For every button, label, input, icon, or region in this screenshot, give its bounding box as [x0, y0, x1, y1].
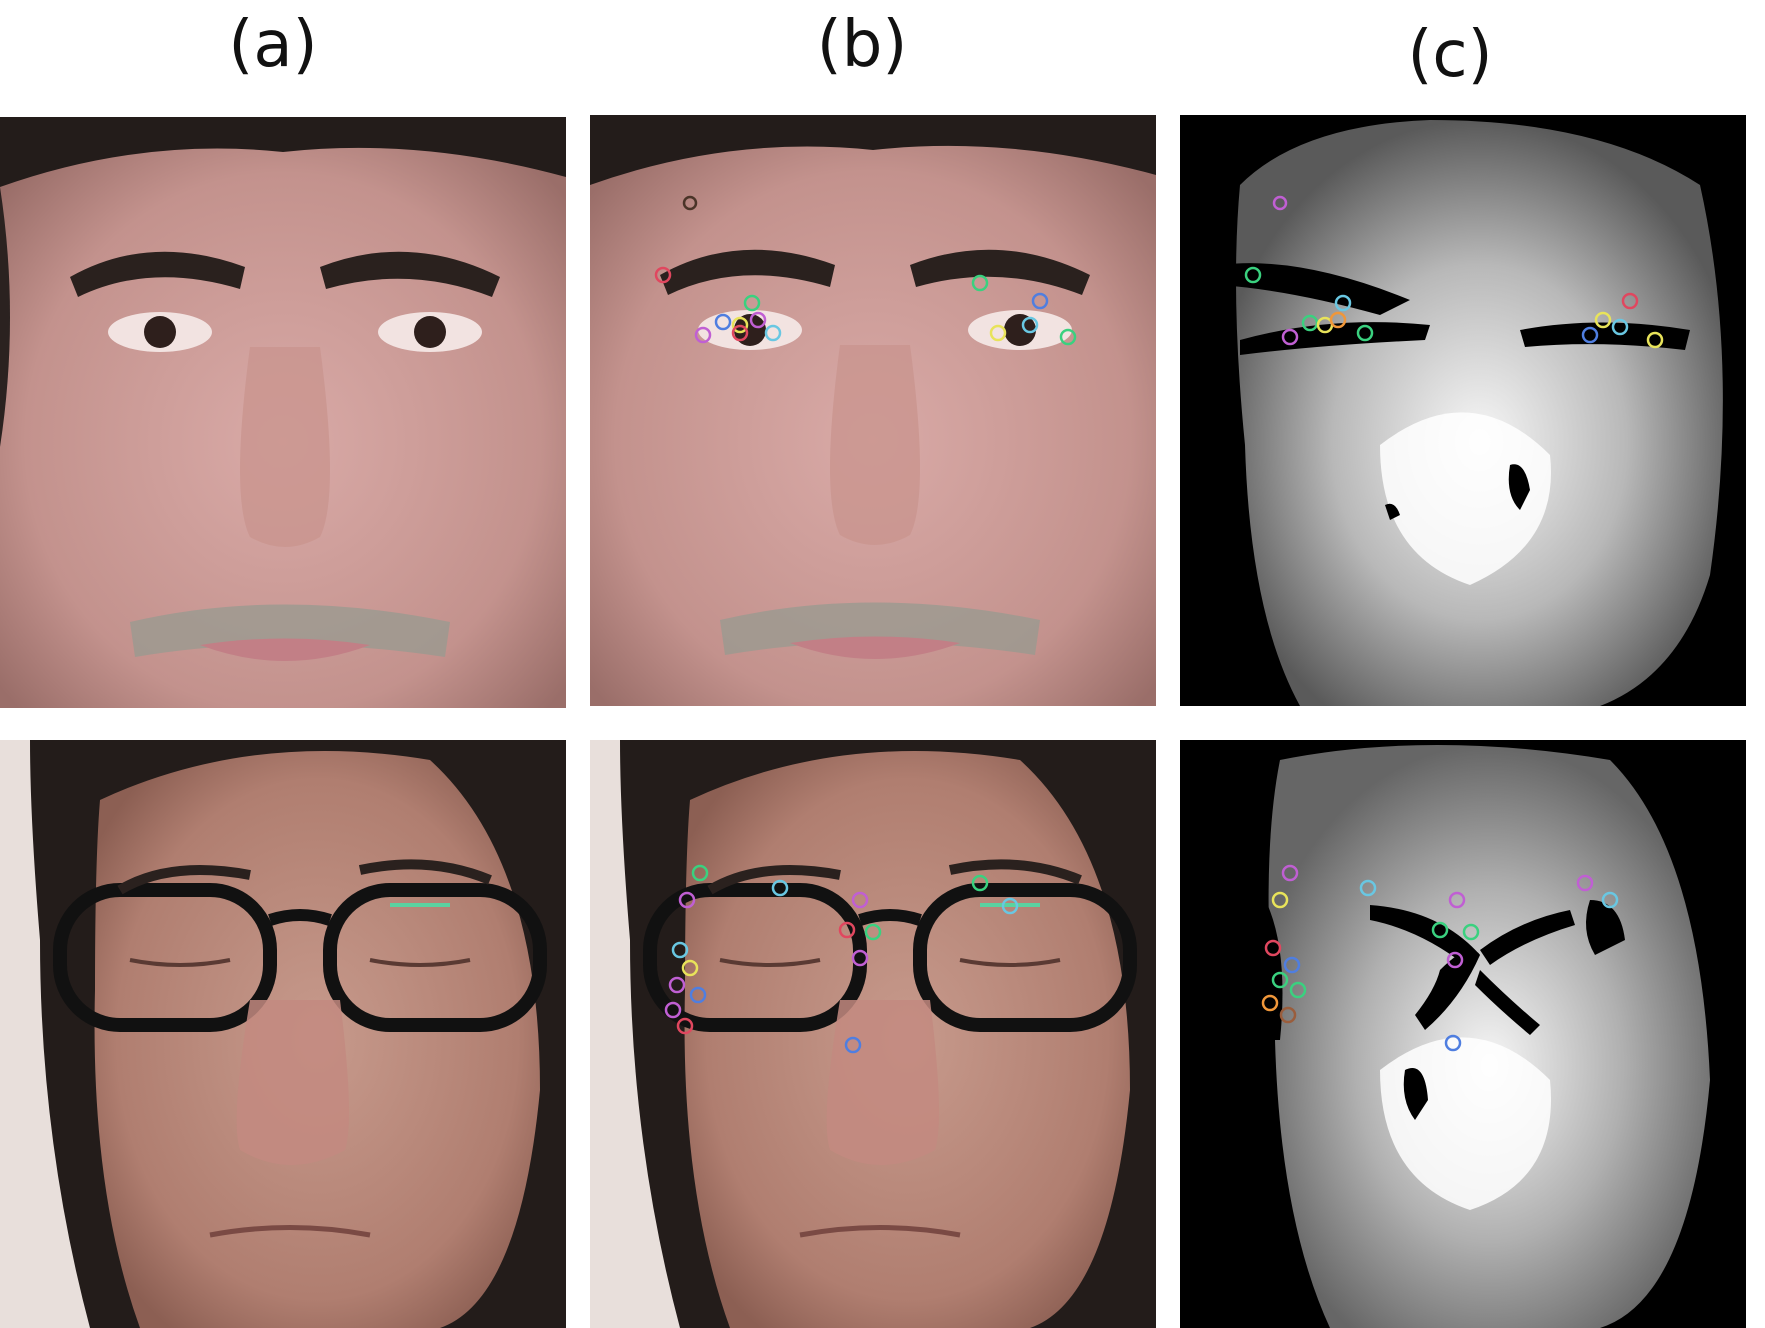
keypoint-marker: [694, 326, 712, 344]
keypoint-marker: [1646, 331, 1664, 349]
face-1-depth-map: [1180, 115, 1746, 706]
keypoint-marker: [1289, 981, 1307, 999]
keypoint-marker: [731, 324, 749, 342]
keypoint-marker: [1601, 891, 1619, 909]
keypoint-marker: [1359, 879, 1377, 897]
keypoint-marker: [971, 274, 989, 292]
keypoint-marker: [864, 923, 882, 941]
keypoint-marker: [1244, 266, 1262, 284]
keypoint-marker: [1279, 1006, 1297, 1024]
keypoint-marker: [989, 324, 1007, 342]
keypoint-marker: [1462, 923, 1480, 941]
keypoint-marker: [749, 311, 767, 329]
keypoint-marker: [1446, 951, 1464, 969]
keypoint-marker: [1271, 891, 1289, 909]
keypoint-marker: [1261, 994, 1279, 1012]
keypoint-marker: [1576, 874, 1594, 892]
keypoint-marker: [1059, 328, 1077, 346]
keypoint-marker: [1264, 939, 1282, 957]
face-1-rgb-photo: [0, 117, 566, 708]
keypoint-marker: [838, 921, 856, 939]
keypoint-marker: [1594, 311, 1612, 329]
keypoint-marker: [1001, 897, 1019, 915]
keypoint-marker: [664, 1001, 682, 1019]
keypoint-marker: [743, 294, 761, 312]
keypoint-marker: [1431, 921, 1449, 939]
keypoint-marker: [1334, 294, 1352, 312]
keypoint-marker: [771, 879, 789, 897]
keypoint-marker: [851, 891, 869, 909]
keypoint-marker: [691, 864, 709, 882]
keypoint-marker: [671, 941, 689, 959]
keypoint-marker: [1444, 1034, 1462, 1052]
keypoint-marker: [1281, 328, 1299, 346]
keypoint-marker: [1021, 316, 1039, 334]
face-1-landmarks-photo: [590, 115, 1156, 706]
keypoint-marker: [676, 1017, 694, 1035]
keypoint-marker: [1283, 956, 1301, 974]
face-2-depth-map: [1180, 740, 1746, 1328]
keypoint-marker: [971, 874, 989, 892]
keypoint-marker: [689, 986, 707, 1004]
keypoint-marker: [681, 959, 699, 977]
keypoint-marker: [1031, 292, 1049, 310]
keypoint-marker: [1271, 971, 1289, 989]
face-2-rgb-photo: [0, 740, 566, 1328]
keypoint-marker: [1281, 864, 1299, 882]
keypoint-marker: [654, 266, 672, 284]
keypoint-marker: [1329, 311, 1347, 329]
face-2-landmarks-photo: [590, 740, 1156, 1328]
keypoint-marker: [764, 324, 782, 342]
keypoint-marker: [682, 195, 698, 211]
column-label-a: (a): [228, 8, 318, 82]
keypoint-marker: [1448, 891, 1466, 909]
column-label-b: (b): [816, 8, 908, 82]
keypoint-marker: [1581, 326, 1599, 344]
keypoint-marker: [668, 976, 686, 994]
keypoint-marker: [1272, 195, 1288, 211]
keypoint-marker: [844, 1036, 862, 1054]
keypoint-marker: [1611, 318, 1629, 336]
column-label-c: (c): [1407, 18, 1493, 92]
keypoint-marker: [851, 949, 869, 967]
keypoint-marker: [1356, 324, 1374, 342]
keypoint-marker: [731, 316, 749, 334]
keypoint-marker: [1621, 292, 1639, 310]
keypoint-marker: [678, 891, 696, 909]
keypoint-marker: [714, 313, 732, 331]
